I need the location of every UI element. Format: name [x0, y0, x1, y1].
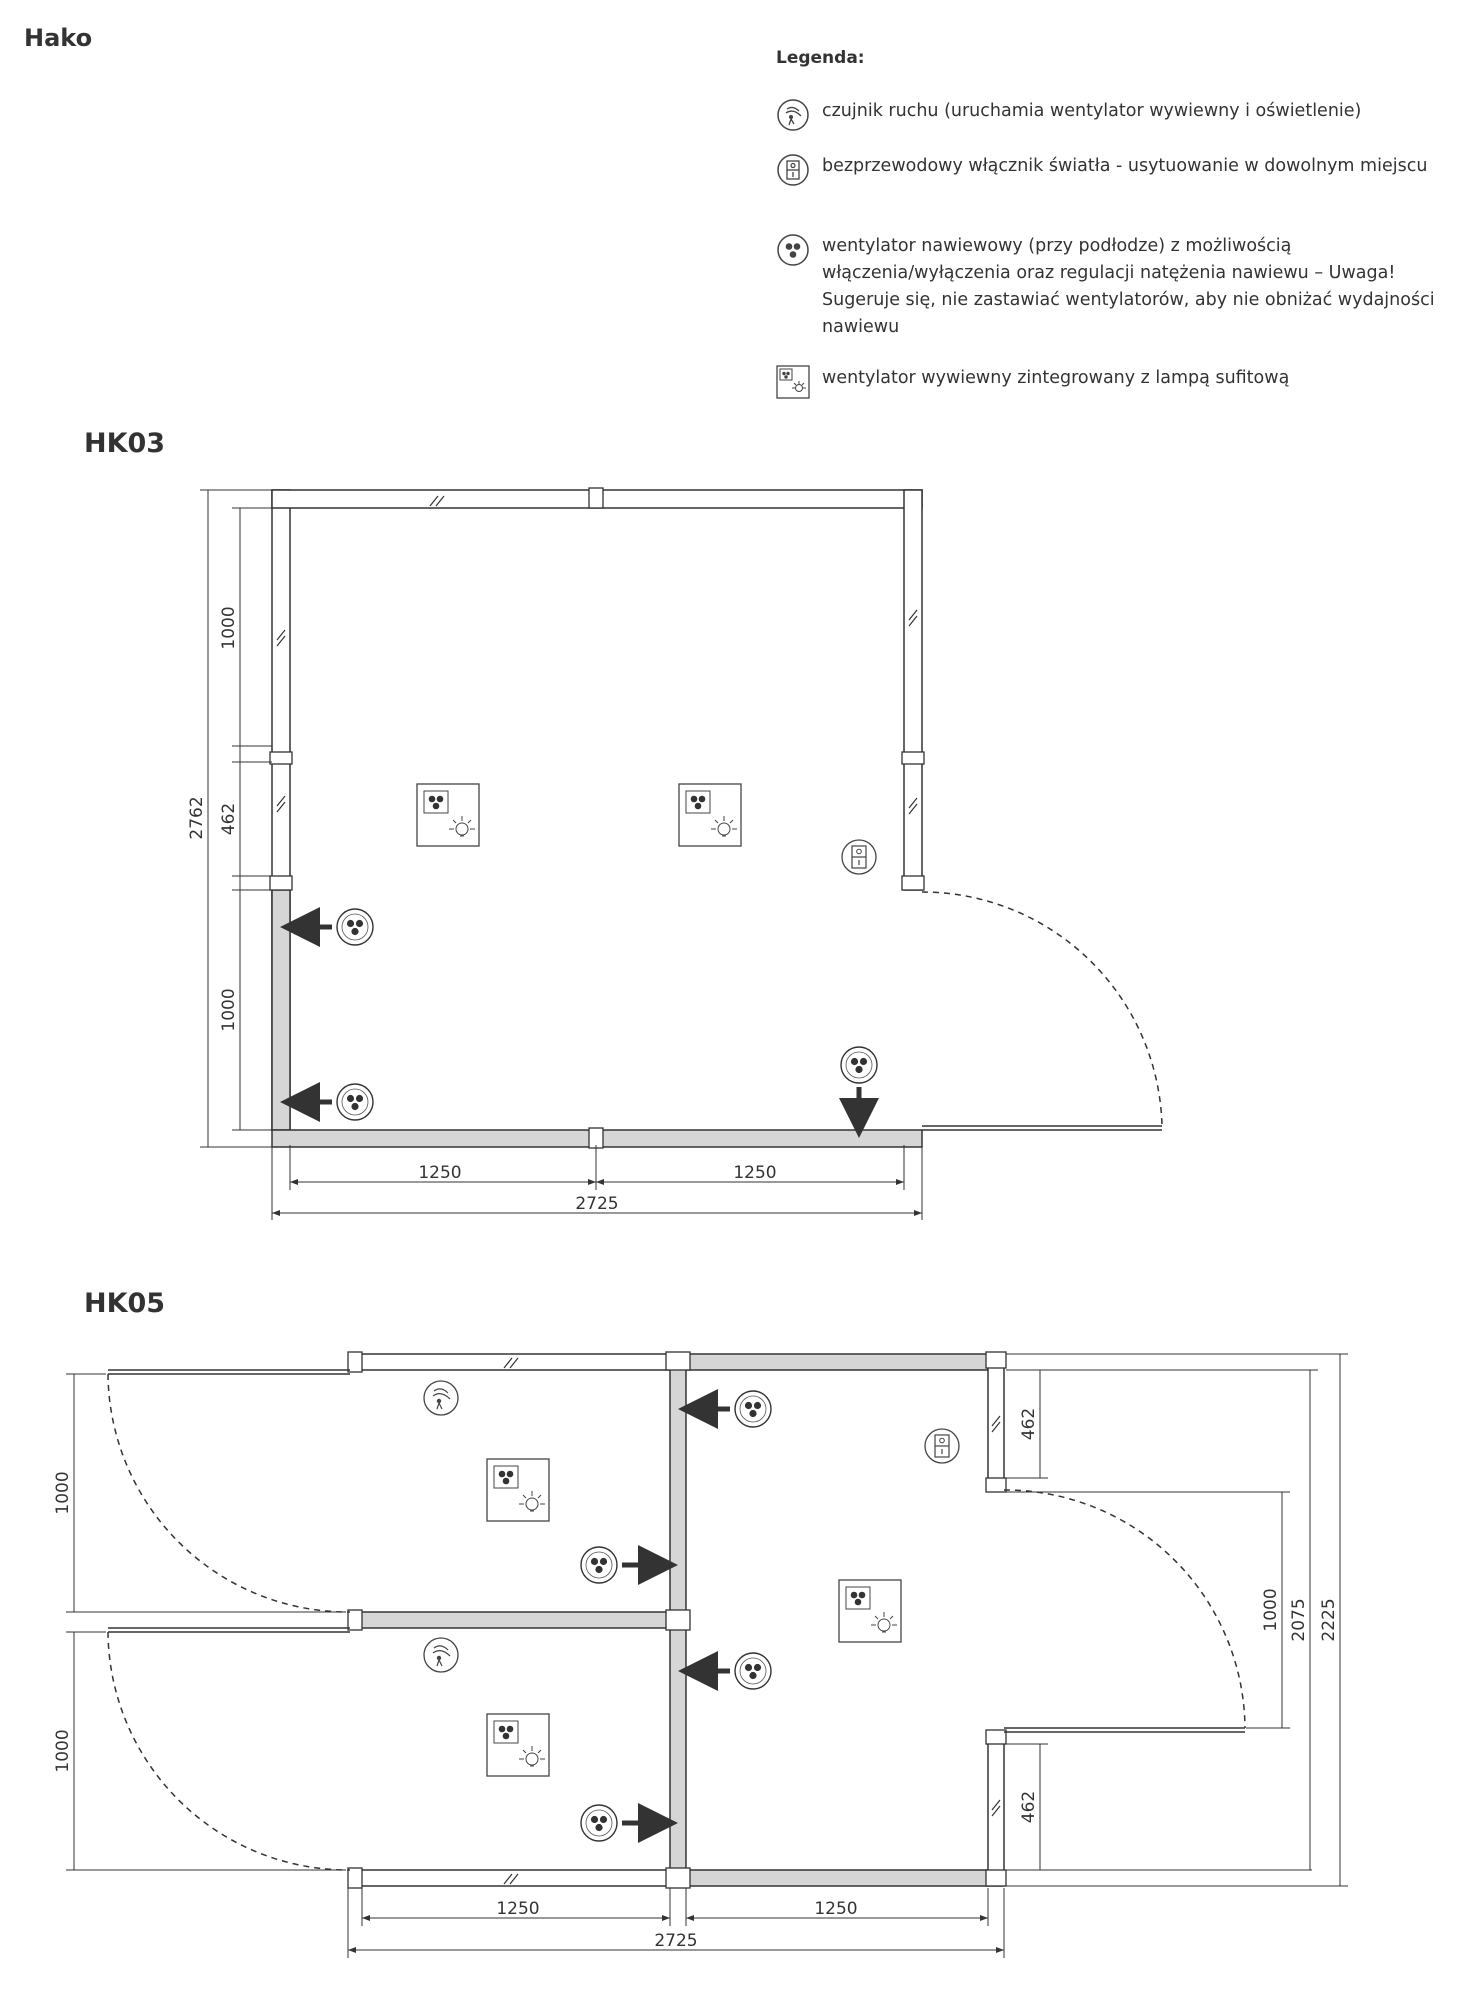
legend-item-supply-fan: wentylator nawiewowy (przy podłodze) z m… — [776, 233, 1436, 341]
legend-text: wentylator wywiewny zintegrowany z lampą… — [822, 368, 1290, 388]
dim-label: 1250 — [814, 1899, 857, 1919]
legend-item-exhaust-fan-lamp: wentylator wywiewny zintegrowany z lampą… — [776, 365, 1436, 399]
hk03-wall-right — [903, 489, 923, 891]
exhaust-fan-lamp-icon — [776, 365, 810, 399]
legend-item-wireless-switch: bezprzewodowy włącznik światła - usytuow… — [776, 153, 1436, 187]
legend-text: bezprzewodowy włącznik światła - usytuow… — [822, 156, 1428, 176]
dim-label: 1250 — [733, 1163, 776, 1183]
dim-label: 2225 — [1319, 1598, 1339, 1641]
plan-title-hk05: HK05 — [84, 1288, 166, 1319]
hk05-wall-right-bottom — [987, 1733, 1005, 1887]
dim-label: 462 — [1019, 1408, 1039, 1440]
wireless-switch-icon — [777, 154, 809, 186]
dim-label: 1250 — [418, 1163, 461, 1183]
hk05-wall-mid — [351, 1611, 671, 1629]
dim-label: 1000 — [219, 988, 239, 1031]
legend-title: Legenda: — [776, 48, 865, 68]
dim-label: 462 — [1019, 1791, 1039, 1823]
hk03-plan: 1250 1250 2725 1000 462 1000 2762 — [187, 487, 1163, 1220]
dim-label: 2725 — [575, 1194, 618, 1214]
dim-label: 2075 — [1289, 1598, 1309, 1641]
hk05-wall-top-right — [685, 1353, 989, 1371]
dim-label: 1000 — [53, 1729, 73, 1772]
plan-title-hk03: HK03 — [84, 428, 166, 459]
hk03-wall-left-solid — [271, 889, 291, 1131]
hk05-plan: 1000 1000 462 462 1000 2075 2225 1250 12… — [53, 1351, 1348, 1958]
dim-label: 1000 — [53, 1471, 73, 1514]
dim-label: 1250 — [496, 1899, 539, 1919]
brand-title: Hako — [24, 24, 93, 52]
dim-label: 2725 — [654, 1931, 697, 1951]
dim-label: 1000 — [1261, 1588, 1281, 1631]
hk05-wall-bottom-right — [685, 1869, 989, 1887]
legend-item-motion-sensor: czujnik ruchu (uruchamia wentylator wywi… — [776, 98, 1436, 132]
dim-label: 2762 — [187, 796, 207, 839]
legend-text: wentylator nawiewowy (przy podłodze) z m… — [822, 236, 1435, 337]
dim-label: 1000 — [219, 606, 239, 649]
legend-text: czujnik ruchu (uruchamia wentylator wywi… — [822, 101, 1362, 121]
supply-fan-icon — [777, 234, 809, 266]
dim-label: 462 — [219, 803, 239, 835]
motion-sensor-icon — [777, 99, 809, 131]
